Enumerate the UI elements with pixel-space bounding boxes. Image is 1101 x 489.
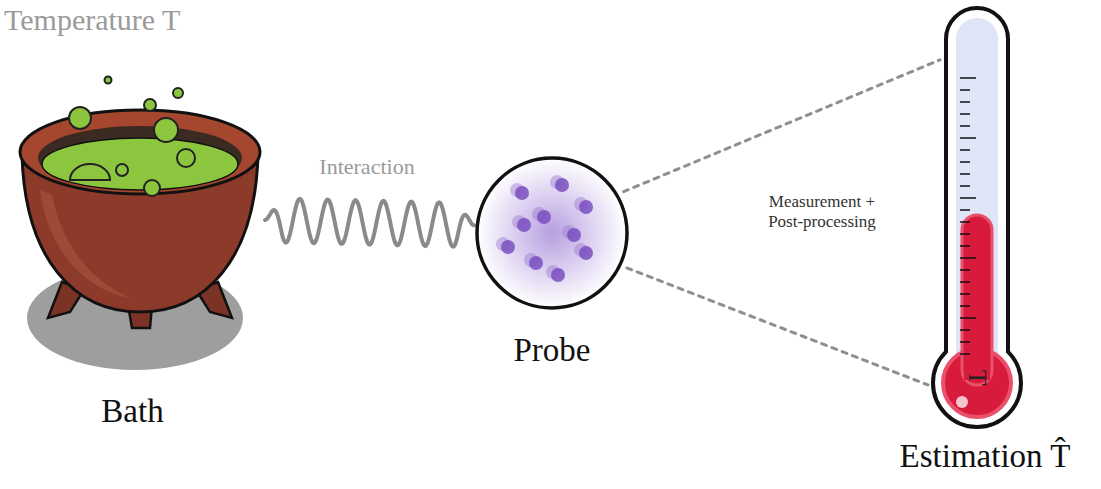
particle — [501, 240, 515, 254]
bubble — [177, 149, 195, 167]
scale-tick — [960, 89, 970, 91]
scale-ticks — [960, 78, 976, 354]
bubble — [116, 164, 128, 176]
scale-tick — [960, 233, 970, 235]
interaction-label: Interaction — [287, 154, 447, 180]
scale-tick — [960, 137, 976, 139]
bubble — [70, 164, 110, 180]
bath-label: Bath — [0, 392, 265, 432]
bath-node: Temperature TBath — [20, 70, 265, 370]
cauldron-inside — [38, 126, 242, 190]
mercury-column — [962, 215, 992, 385]
scale-tick — [960, 353, 970, 355]
bath-temperature-label: Temperature T — [4, 2, 274, 38]
bubble — [144, 99, 156, 111]
scale-tick — [960, 245, 970, 247]
bubble — [105, 77, 112, 84]
particle — [537, 210, 551, 224]
particle — [555, 178, 569, 192]
scale-tick — [960, 209, 970, 211]
dotted-connector — [627, 268, 928, 385]
scale-tick — [960, 221, 970, 223]
bubble — [173, 88, 183, 98]
scale-tick — [960, 101, 970, 103]
cauldron-rim — [20, 110, 260, 194]
particle — [567, 228, 581, 242]
scale-tick — [960, 329, 970, 331]
particles — [496, 175, 593, 282]
bulb-symbol: T — [961, 363, 992, 393]
scale-tick — [960, 257, 976, 259]
scale-tick — [960, 113, 970, 115]
scale-tick — [960, 149, 970, 151]
scale-tick — [960, 161, 970, 163]
scale-tick — [960, 341, 970, 343]
thermometer-node: TEstimation T̂ — [915, 5, 1025, 430]
bubbles — [69, 77, 195, 197]
particle — [529, 256, 543, 270]
dotted-connector — [624, 60, 940, 192]
scale-tick — [960, 305, 970, 307]
scale-tick — [960, 197, 976, 199]
scale-tick — [960, 281, 970, 283]
particle — [579, 200, 593, 214]
scale-tick — [960, 125, 970, 127]
probe-outline — [477, 158, 627, 308]
probe-circle — [474, 155, 630, 311]
particle — [579, 246, 593, 260]
potion — [42, 138, 238, 190]
particle — [515, 186, 529, 200]
particle — [551, 268, 565, 282]
thermometer — [933, 8, 1021, 427]
probe-label: Probe — [454, 331, 650, 371]
bubble — [154, 118, 178, 142]
measurement-label: Measurement + Post-processing — [766, 192, 878, 233]
particle — [517, 218, 531, 232]
scale-tick — [960, 293, 970, 295]
bubble — [144, 180, 160, 196]
estimation-label: Estimation T̂ — [875, 437, 1095, 477]
cauldron-highlight — [40, 190, 130, 298]
scale-tick — [960, 77, 976, 79]
scale-tick — [960, 185, 970, 187]
probe-node: Probe — [474, 155, 630, 311]
scale-tick — [960, 173, 970, 175]
wavy-connector — [265, 199, 474, 247]
thermometer-tube — [946, 8, 1008, 388]
bubble — [69, 107, 91, 129]
scale-tick — [960, 269, 970, 271]
scale-tick — [960, 317, 976, 319]
bulb-highlight — [956, 396, 968, 408]
